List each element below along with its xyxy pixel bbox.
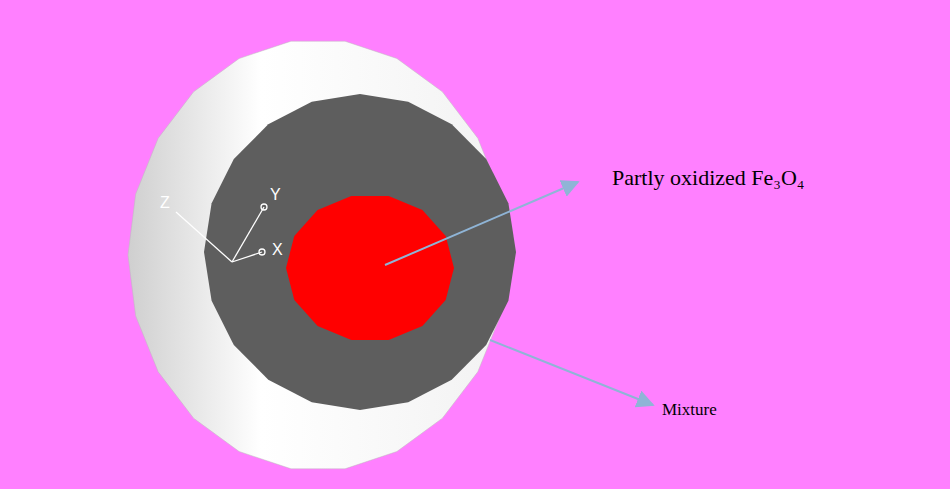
axis-label: Z (160, 194, 170, 212)
part-label: Partly oxidized Fe₃O₄ (612, 166, 805, 190)
axis-label: X (272, 241, 283, 259)
part-label: Mixture (662, 401, 717, 420)
mixture-disc (204, 94, 516, 410)
axis-label: Y (270, 186, 281, 204)
leader-arrow (385, 182, 578, 265)
oxidized-core (286, 196, 454, 340)
axis-triad (176, 204, 267, 262)
leader-arrow (490, 340, 653, 405)
